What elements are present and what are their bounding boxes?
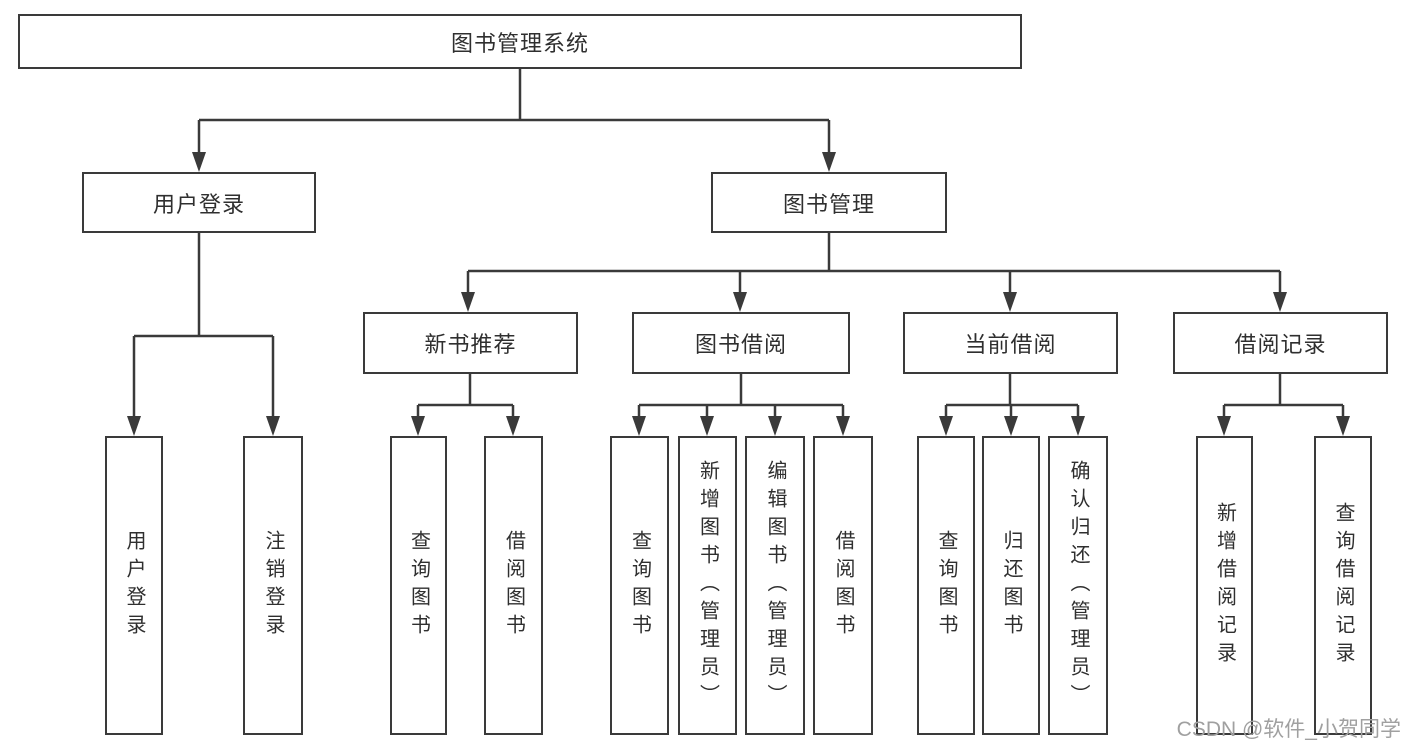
node-book-management: 图书管理 (711, 172, 947, 233)
leaf-borrowing-borrow-books-label: 借阅图书 (832, 529, 854, 642)
node-user-login-label: 用户登录 (152, 191, 245, 217)
leaf-logout-label: 注销登录 (262, 529, 284, 642)
node-book-borrowing: 图书借阅 (632, 312, 850, 374)
leaf-current-return-books: 归还图书 (982, 436, 1040, 735)
leaf-current-confirm-return-admin-label: 确认归还（管理员） (1067, 459, 1089, 712)
leaf-recommendation-query-books-label: 查询图书 (407, 529, 430, 642)
node-book-management-label: 图书管理 (782, 191, 875, 217)
leaf-logout: 注销登录 (243, 436, 303, 735)
leaf-borrowing-query-books-label: 查询图书 (628, 529, 651, 642)
leaf-current-return-books-label: 归还图书 (1000, 529, 1022, 642)
leaf-recommendation-borrow-books: 借阅图书 (484, 436, 543, 735)
leaf-borrowing-add-books-admin: 新增图书（管理员） (678, 436, 737, 735)
node-borrowing-records-label: 借阅记录 (1234, 332, 1327, 357)
leaf-records-add-record-label: 新增借阅记录 (1213, 501, 1236, 670)
leaf-records-query-record-label: 查询借阅记录 (1332, 501, 1354, 670)
node-current-borrowing-label: 当前借阅 (964, 332, 1057, 357)
leaf-user-login-label: 用户登录 (123, 529, 145, 642)
node-current-borrowing: 当前借阅 (903, 312, 1118, 374)
node-user-login: 用户登录 (82, 172, 316, 233)
node-new-book-recommendation: 新书推荐 (363, 312, 578, 374)
leaf-borrowing-edit-books-admin-label: 编辑图书（管理员） (764, 459, 786, 712)
node-new-book-recommendation-label: 新书推荐 (424, 332, 517, 357)
node-borrowing-records: 借阅记录 (1173, 312, 1388, 374)
leaf-user-login: 用户登录 (105, 436, 163, 735)
leaf-records-add-record: 新增借阅记录 (1196, 436, 1253, 735)
leaf-borrowing-borrow-books: 借阅图书 (813, 436, 873, 735)
leaf-current-query-books: 查询图书 (917, 436, 975, 735)
leaf-borrowing-query-books: 查询图书 (610, 436, 669, 735)
leaf-current-confirm-return-admin: 确认归还（管理员） (1048, 436, 1108, 735)
leaf-borrowing-add-books-admin-label: 新增图书（管理员） (696, 459, 719, 712)
leaf-recommendation-query-books: 查询图书 (390, 436, 447, 735)
csdn-watermark: CSDN @软件_小贺同学 (1176, 718, 1401, 741)
node-book-borrowing-label: 图书借阅 (694, 332, 787, 357)
node-library-management-system-label: 图书管理系统 (450, 30, 589, 56)
leaf-records-query-record: 查询借阅记录 (1314, 436, 1372, 735)
leaf-borrowing-edit-books-admin: 编辑图书（管理员） (745, 436, 805, 735)
leaf-recommendation-borrow-books-label: 借阅图书 (502, 529, 525, 642)
node-library-management-system: 图书管理系统 (18, 14, 1022, 69)
leaf-current-query-books-label: 查询图书 (935, 529, 957, 642)
